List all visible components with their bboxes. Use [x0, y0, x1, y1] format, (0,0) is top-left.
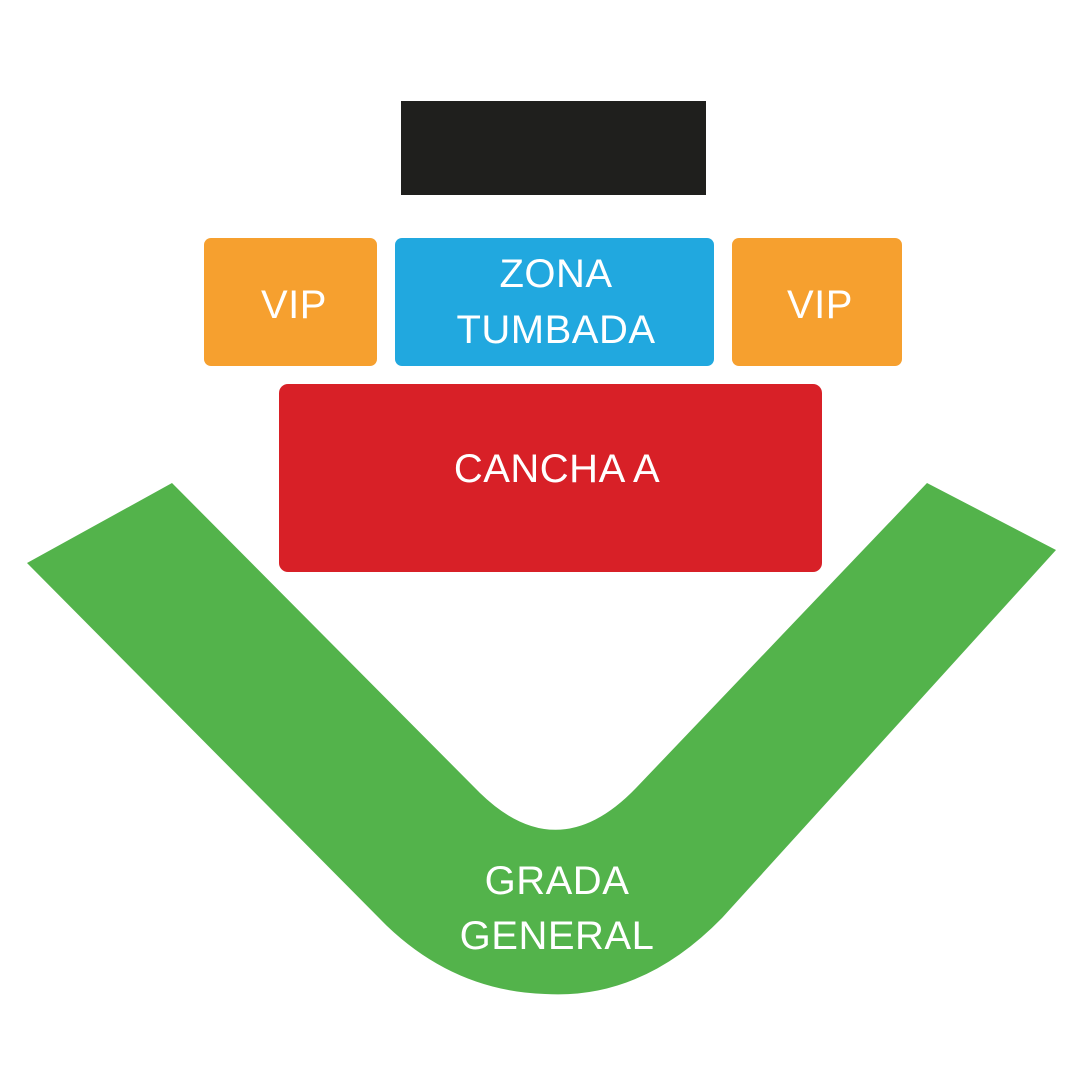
vip-left-label: VIP — [261, 283, 327, 327]
zona-tumbada-area[interactable] — [395, 238, 714, 366]
zone-grada-general[interactable]: GRADA GENERAL — [27, 483, 1056, 995]
grada-general-area[interactable] — [27, 483, 1056, 995]
zone-zona-tumbada[interactable]: ZONA TUMBADA — [395, 238, 714, 366]
grada-general-label-line2: GENERAL — [460, 914, 655, 958]
zona-tumbada-label-line2: TUMBADA — [456, 308, 655, 352]
cancha-a-label: CANCHA A — [454, 447, 660, 491]
stage-block — [401, 101, 706, 195]
zone-vip-left[interactable]: VIP — [204, 238, 377, 366]
zona-tumbada-label-line1: ZONA — [499, 252, 612, 296]
zone-vip-right[interactable]: VIP — [732, 238, 902, 366]
vip-left-area[interactable] — [204, 238, 377, 366]
zone-cancha-a[interactable]: CANCHA A — [279, 384, 822, 572]
cancha-a-area[interactable] — [279, 384, 822, 572]
vip-right-area[interactable] — [732, 238, 902, 366]
grada-general-label-line1: GRADA — [485, 859, 630, 903]
vip-right-label: VIP — [787, 283, 853, 327]
